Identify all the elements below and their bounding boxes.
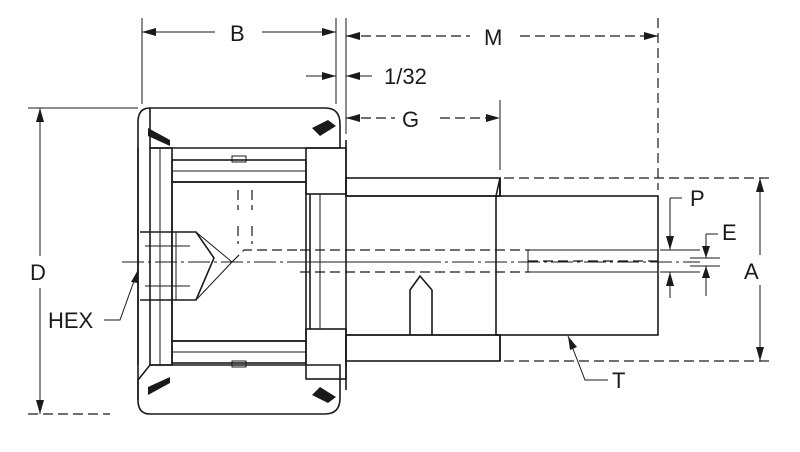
stud-head	[140, 147, 307, 366]
label-t: T	[612, 368, 625, 393]
label-p: P	[690, 186, 705, 211]
label-m: M	[484, 25, 502, 50]
label-e: E	[722, 220, 737, 245]
label-d: D	[30, 260, 46, 285]
label-hex: HEX	[48, 308, 94, 333]
dimension-lines	[28, 18, 772, 415]
label-a: A	[744, 259, 759, 284]
label-b: B	[230, 21, 245, 46]
threaded-section	[495, 177, 659, 361]
outer-ring	[137, 107, 341, 415]
label-g: G	[402, 107, 419, 132]
label-fraction: 1/32	[384, 64, 427, 89]
